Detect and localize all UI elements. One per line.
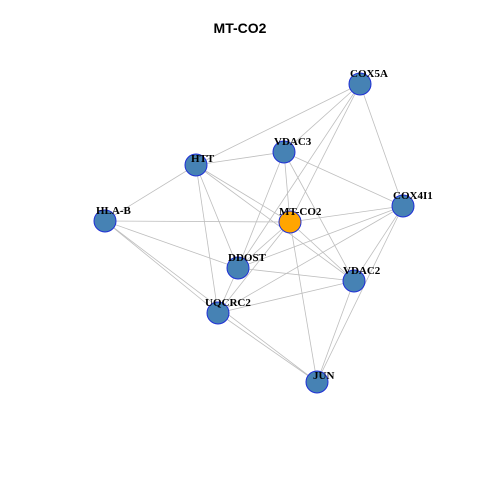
edge-htt-vdac2 xyxy=(195,164,355,282)
node-label-htt: HTT xyxy=(191,153,215,165)
edge-vdac2-uqcrc2 xyxy=(217,280,355,314)
edge-cox5a-vdac3 xyxy=(283,83,361,153)
node-htt xyxy=(184,153,208,177)
node-hla-b xyxy=(93,209,117,233)
edge-hla-b-ddost xyxy=(104,220,239,269)
edge-mt-co2-vdac2 xyxy=(289,221,355,282)
node-uqcrc2 xyxy=(206,301,230,325)
node-vdac3 xyxy=(272,140,296,164)
edge-cox4i1-jun xyxy=(316,205,404,383)
edge-layer xyxy=(104,83,404,383)
edge-vdac3-cox4i1 xyxy=(283,151,404,207)
edge-ddost-vdac2 xyxy=(237,267,355,282)
edge-cox4i1-uqcrc2 xyxy=(217,205,404,314)
node-label-ddost: DDOST xyxy=(228,252,267,264)
node-label-hla-b: HLA-B xyxy=(96,205,132,217)
edge-vdac3-mt-co2 xyxy=(283,151,291,223)
edge-htt-vdac3 xyxy=(195,151,285,166)
node-vdac2 xyxy=(342,269,366,293)
edge-mt-co2-jun xyxy=(289,221,318,383)
edge-hla-b-mt-co2 xyxy=(104,220,291,223)
node-jun xyxy=(305,370,329,394)
node-label-cox5a: COX5A xyxy=(350,68,388,80)
node-label-mt-co2: MT-CO2 xyxy=(279,206,322,218)
node-layer xyxy=(93,72,415,394)
node-cox4i1 xyxy=(391,194,415,218)
edge-cox4i1-vdac2 xyxy=(353,205,404,282)
edge-hla-b-jun xyxy=(104,220,318,383)
edge-cox4i1-ddost xyxy=(237,205,404,269)
node-label-jun: JUN xyxy=(313,370,334,382)
edge-cox5a-cox4i1 xyxy=(359,83,404,207)
edge-cox5a-htt xyxy=(195,83,361,166)
edge-uqcrc2-jun xyxy=(217,312,318,383)
node-ddost xyxy=(226,256,250,280)
edge-mt-co2-ddost xyxy=(237,221,291,269)
edge-htt-ddost xyxy=(195,164,239,269)
node-mt-co2 xyxy=(278,210,302,234)
figure-title: MT-CO2 xyxy=(213,20,267,36)
edge-mt-co2-uqcrc2 xyxy=(217,221,291,314)
edge-vdac3-vdac2 xyxy=(283,151,355,282)
edge-htt-hla-b xyxy=(104,164,197,222)
node-label-vdac2: VDAC2 xyxy=(343,265,381,277)
node-cox5a xyxy=(348,72,372,96)
edge-htt-mt-co2 xyxy=(195,164,291,223)
edge-mt-co2-cox4i1 xyxy=(289,205,404,223)
edge-vdac3-ddost xyxy=(237,151,285,269)
node-label-vdac3: VDAC3 xyxy=(274,136,312,148)
edge-hla-b-uqcrc2 xyxy=(104,220,219,314)
edge-cox5a-ddost xyxy=(237,83,361,269)
node-label-cox4i1: COX4I1 xyxy=(393,190,433,202)
edge-cox5a-mt-co2 xyxy=(289,83,361,223)
edge-vdac2-jun xyxy=(316,280,355,383)
node-label-uqcrc2: UQCRC2 xyxy=(205,297,251,309)
edge-htt-uqcrc2 xyxy=(195,164,219,314)
